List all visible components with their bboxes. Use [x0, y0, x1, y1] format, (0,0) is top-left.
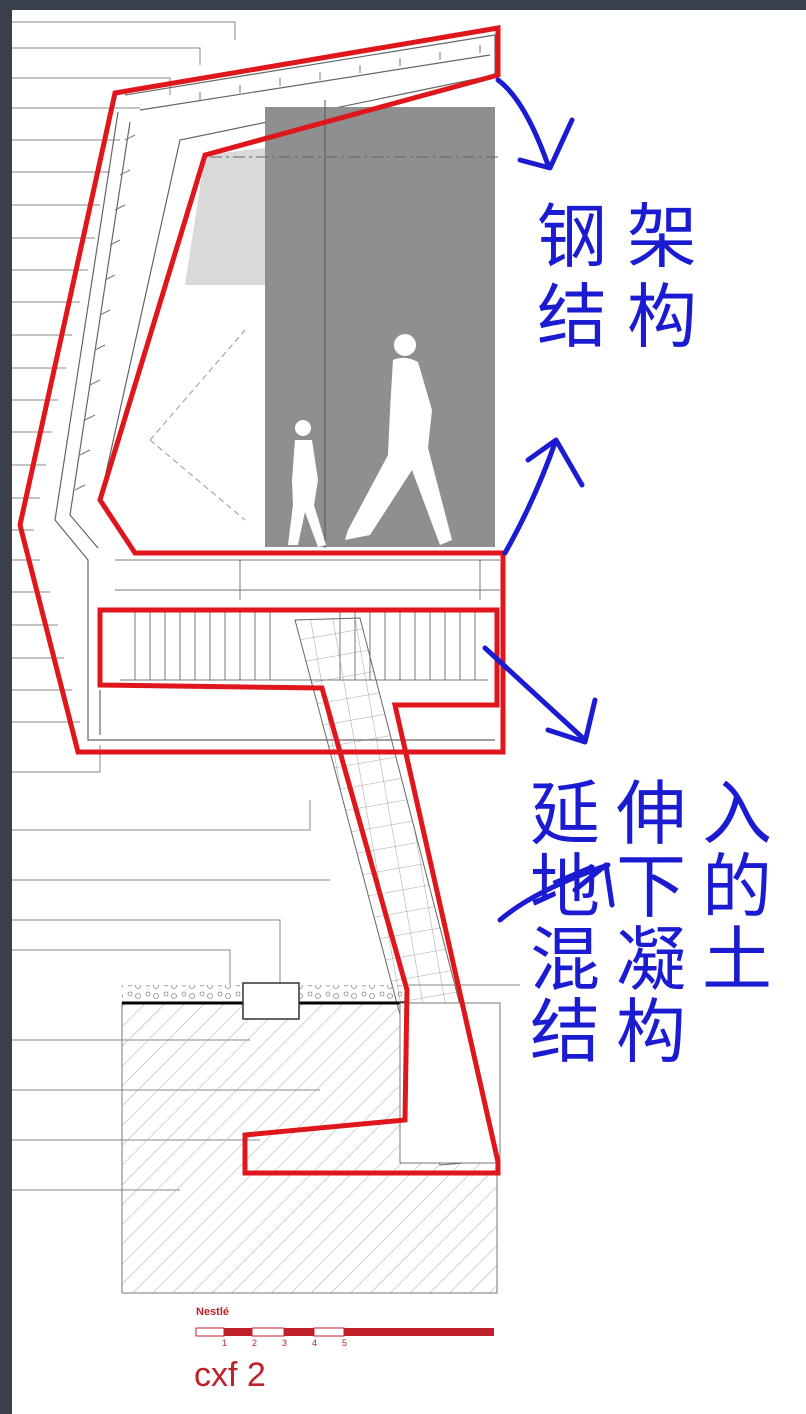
window-frame-top	[0, 0, 806, 10]
drawing-code: cxf 2	[194, 1356, 266, 1394]
scale-tick: 4	[312, 1338, 318, 1348]
scale-tick: 5	[342, 1338, 348, 1348]
arrow-2	[502, 437, 585, 556]
arrow-3	[482, 645, 598, 745]
scale-tick: 1	[222, 1338, 228, 1348]
people-silhouettes	[288, 334, 452, 547]
red-outlines	[17, 25, 506, 1176]
steel-frame-outline	[17, 25, 506, 755]
envelope-ticks	[74, 45, 481, 491]
steel-structure-label: 钢架结构	[537, 196, 717, 358]
arrow-1	[495, 77, 575, 171]
footing	[399, 1002, 501, 1164]
blue-arrows	[482, 77, 615, 923]
scale-bar	[195, 1327, 494, 1337]
concrete-outline	[97, 607, 501, 1176]
scale-tick: 2	[252, 1338, 258, 1348]
interior-wall	[185, 148, 265, 285]
concrete-structure-label: 延伸入地下的混凝土结构	[530, 773, 788, 1074]
brand-label: Nestlé	[196, 1306, 230, 1318]
window-frame-left	[0, 0, 12, 1414]
arrow-4	[497, 862, 615, 923]
scale-tick: 3	[282, 1338, 288, 1348]
drain-box	[242, 982, 300, 1020]
